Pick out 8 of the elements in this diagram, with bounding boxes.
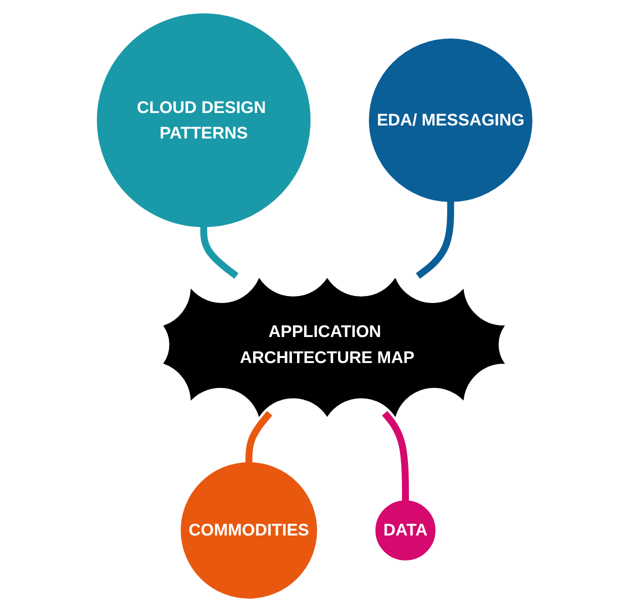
node-circle: DATA bbox=[376, 500, 436, 560]
connector bbox=[382, 411, 410, 501]
connector bbox=[246, 411, 273, 463]
node-circle: EDA/ MESSAGING bbox=[369, 38, 533, 202]
node-circle: CLOUD DESIGN PATTERNS bbox=[97, 13, 311, 228]
connector bbox=[200, 226, 239, 279]
connector bbox=[416, 201, 454, 279]
node-circle: COMMODITIES bbox=[181, 462, 318, 599]
